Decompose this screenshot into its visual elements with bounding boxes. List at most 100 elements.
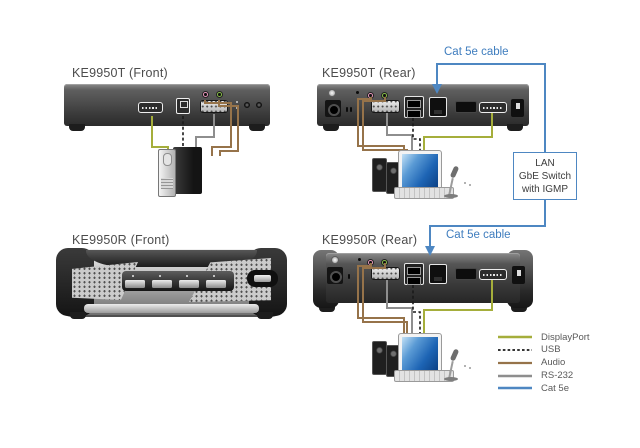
front-panel-button	[152, 280, 172, 288]
cable-audio-rrear-2	[362, 263, 408, 340]
cable-audio-source-1	[204, 100, 232, 156]
speaker	[386, 345, 401, 377]
legend-label: RS-232	[541, 370, 574, 382]
front-button	[244, 102, 250, 108]
tower-side	[173, 147, 202, 194]
keyboard	[394, 370, 454, 382]
device-foot	[323, 124, 339, 131]
power-switch	[511, 99, 524, 117]
legend-item-cat5e: Cat 5e	[497, 382, 590, 394]
usb-ports	[404, 96, 424, 118]
tower-front	[158, 149, 176, 197]
device-foot	[69, 124, 85, 131]
legend: DisplayPort USB Audio RS-232 Cat 5e	[497, 332, 590, 394]
console-workstation-top	[370, 148, 476, 212]
legend-label: Audio	[541, 357, 566, 369]
mic-jack	[202, 91, 209, 98]
title-ke9950r-front: KE9950R (Front)	[72, 233, 170, 247]
rfront-bottom-lip	[84, 304, 259, 313]
speaker	[372, 341, 387, 375]
legend-line-rs232	[498, 374, 532, 377]
cable-displayport-rrear	[423, 280, 493, 340]
rfront-button-band	[122, 271, 234, 291]
device-foot	[319, 305, 335, 312]
led-pin	[132, 275, 134, 277]
legend-line-cat5e	[498, 387, 532, 390]
cable-audio-trear-1	[357, 97, 405, 156]
title-ke9950r-rear: KE9950R (Rear)	[322, 233, 418, 247]
led-pin	[159, 275, 161, 277]
displayport-port	[138, 102, 163, 113]
legend-item-displayport: DisplayPort	[497, 331, 590, 343]
rj45-lan-port	[429, 97, 447, 117]
cable-usb-rrear	[412, 285, 421, 340]
rj45-lan-port	[429, 264, 447, 284]
cable-dot	[469, 367, 471, 369]
cable-dot	[464, 182, 466, 184]
legend-item-rs232: RS-232	[497, 370, 590, 382]
monitor-screen	[402, 337, 438, 371]
legend-line-usb	[498, 349, 532, 351]
cat5e-arrow-top	[432, 84, 442, 94]
legend-item-usb: USB	[497, 344, 590, 356]
device-ke9950t-rear	[317, 84, 529, 131]
cable-cat5e-bottom	[429, 198, 546, 247]
speaker	[372, 158, 387, 192]
console-workstation-bottom	[370, 331, 476, 395]
audio-jack	[216, 91, 223, 98]
lan-switch-box: LAN GbE Switch with IGMP	[513, 152, 577, 200]
front-panel-button	[206, 280, 226, 288]
displayport-port	[479, 102, 507, 113]
dc-power-jack	[325, 100, 341, 117]
led-pin	[213, 275, 215, 277]
microphone-base	[444, 377, 458, 381]
led	[350, 107, 352, 112]
sfp-slot	[455, 268, 477, 280]
tower-power-button	[162, 153, 172, 166]
cable-rs232-source	[195, 114, 215, 156]
device-foot	[257, 312, 273, 319]
dc-power-jack	[327, 267, 343, 284]
cable-rs232-trear	[386, 113, 413, 156]
legend-line-displayport	[498, 335, 532, 339]
device-foot	[70, 312, 86, 319]
reset-button	[358, 258, 361, 261]
front-panel-button	[179, 280, 199, 288]
cable-audio-source-2	[218, 100, 239, 156]
lan-switch-line2: GbE Switch	[518, 170, 572, 182]
cable-dot	[464, 365, 466, 367]
cable-displayport-trear	[423, 113, 493, 156]
speaker	[386, 162, 401, 194]
device-ke9950r-front	[56, 248, 287, 319]
legend-item-audio: Audio	[497, 357, 590, 369]
legend-label: USB	[541, 344, 561, 356]
title-ke9950t-rear: KE9950T (Rear)	[322, 66, 416, 80]
legend-label: DisplayPort	[541, 331, 590, 343]
ground-screw	[328, 89, 336, 97]
monitor	[398, 150, 442, 192]
cable-usb-trear	[412, 118, 421, 156]
cable-rs232-rrear	[386, 280, 413, 340]
lan-switch-line1: LAN	[535, 157, 555, 169]
rfront-usb-port	[247, 270, 278, 287]
computer-tower	[152, 147, 206, 197]
device-foot	[511, 305, 527, 312]
usb-ports	[404, 263, 424, 285]
device-foot	[507, 124, 523, 131]
lan-switch-line3: with IGMP	[521, 183, 569, 195]
cat5e-label-bottom: Cat 5e cable	[446, 229, 511, 241]
displayport-port	[479, 269, 507, 280]
ground-screw	[331, 256, 339, 264]
keyboard	[394, 187, 454, 199]
title-ke9950t-front: KE9950T (Front)	[72, 66, 168, 80]
led	[348, 274, 350, 279]
led-pin	[186, 275, 188, 277]
legend-label: Cat 5e	[541, 382, 569, 394]
reset-button	[356, 91, 359, 94]
microphone	[449, 165, 460, 179]
led-dot	[236, 101, 238, 103]
monitor-screen	[402, 154, 438, 188]
device-foot	[249, 124, 265, 131]
